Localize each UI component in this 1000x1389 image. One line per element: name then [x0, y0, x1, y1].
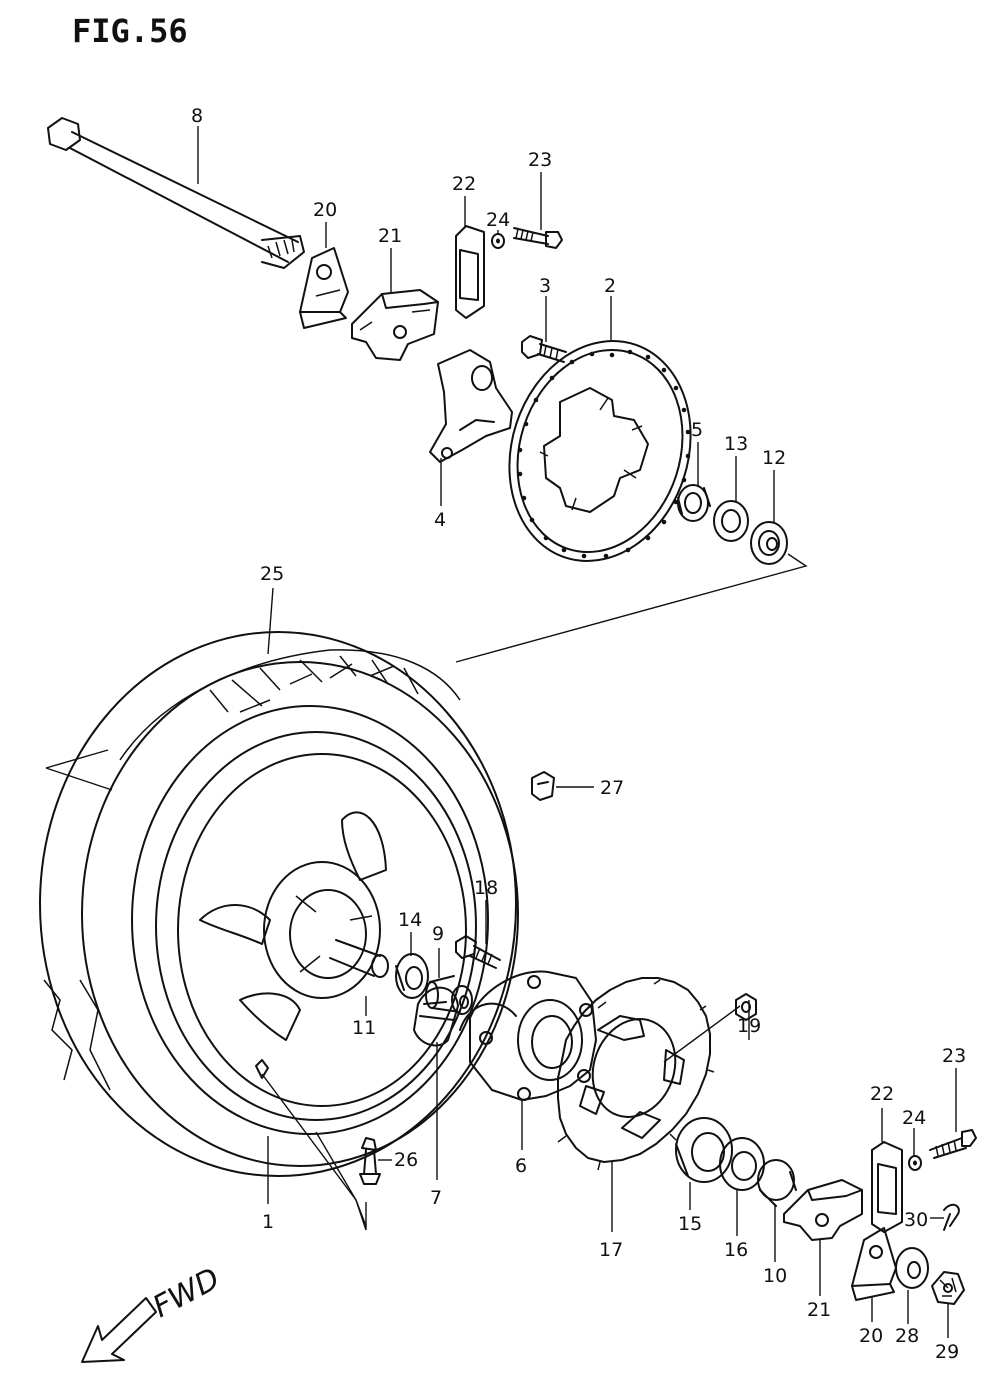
hub-spacer-drawing [329, 939, 389, 978]
part-label-5: 5 [691, 419, 703, 441]
part-label-13: 13 [724, 433, 748, 455]
bolt-18-drawing [455, 935, 501, 969]
washer-upper-drawing [491, 233, 505, 249]
part-label-24-lower: 24 [902, 1107, 926, 1129]
brake-disc-drawing [508, 340, 692, 562]
part-label-2: 2 [604, 275, 616, 297]
bearing-14-drawing [395, 953, 429, 999]
spacer-5-drawing [677, 484, 711, 522]
part-label-15: 15 [678, 1213, 702, 1235]
part-label-6: 6 [515, 1155, 527, 1177]
axle-drawing [47, 117, 305, 269]
tire-and-wheel-drawing [39, 631, 519, 1177]
part-label-25: 25 [260, 563, 284, 585]
caliper-bracket-drawing [429, 349, 513, 463]
figure-title: FIG.56 [72, 12, 188, 50]
chain-adjuster-lower-drawing [783, 1179, 863, 1241]
part-label-18: 18 [474, 877, 498, 899]
part-label-28: 28 [895, 1325, 919, 1347]
part-label-7: 7 [430, 1187, 442, 1209]
part-label-17: 17 [599, 1239, 623, 1261]
part-label-20-lower: 20 [859, 1325, 883, 1347]
part-label-12: 12 [762, 447, 786, 469]
adjuster-plate-lower-drawing [851, 1227, 897, 1301]
caliper-bolt-drawing [521, 335, 567, 363]
part-label-23-upper: 23 [528, 149, 552, 171]
bolt-lower-drawing [929, 1129, 977, 1159]
spacer-9-drawing [425, 975, 473, 1015]
seal-12-drawing [750, 521, 788, 565]
fwd-arrow-icon [81, 1297, 157, 1363]
damper-7-drawing [413, 986, 459, 1047]
part-label-3: 3 [539, 275, 551, 297]
part-label-24-upper: 24 [486, 209, 510, 231]
part-label-21-lower: 21 [807, 1299, 831, 1321]
nut-19-drawing [735, 993, 757, 1021]
part-label-26: 26 [394, 1149, 418, 1171]
part-label-11: 11 [352, 1017, 376, 1039]
part-label-27: 27 [600, 777, 624, 799]
part-label-19: 19 [737, 1015, 761, 1037]
part-labels: 8 20 21 22 24 23 3 2 4 5 13 12 25 27 18 … [191, 105, 966, 1363]
sprocket-carrier-drawing [459, 970, 597, 1101]
shim-upper-drawing [455, 225, 485, 319]
cotter-pin-drawing [943, 1203, 960, 1231]
part-label-21-upper: 21 [378, 225, 402, 247]
bearing-13-drawing [713, 500, 749, 542]
part-label-4: 4 [434, 509, 446, 531]
forward-direction-indicator: FWD [81, 1261, 226, 1363]
part-label-8: 8 [191, 105, 203, 127]
leader-lines [197, 126, 957, 1338]
bolt-upper-drawing [513, 227, 563, 249]
washer-28-drawing [895, 1247, 929, 1289]
sprocket-drawing [557, 977, 715, 1171]
part-label-16: 16 [724, 1239, 748, 1261]
part-label-1: 1 [262, 1211, 274, 1233]
part-label-9: 9 [432, 923, 444, 945]
part-label-29: 29 [935, 1341, 959, 1363]
valve-26-drawing [359, 1137, 381, 1185]
castle-nut-drawing [931, 1271, 965, 1305]
bearing-15-drawing [675, 1117, 733, 1183]
part-label-20-upper: 20 [313, 199, 337, 221]
part-label-23-lower: 23 [942, 1045, 966, 1067]
washer-lower-drawing [908, 1155, 922, 1171]
clip-27-drawing [531, 771, 555, 801]
fwd-label: FWD [147, 1261, 225, 1325]
chain-adjuster-upper-drawing [351, 289, 439, 361]
part-label-22-upper: 22 [452, 173, 476, 195]
adjuster-plate-upper-drawing [299, 247, 349, 329]
spacer-10-drawing [757, 1159, 797, 1207]
part-label-22-lower: 22 [870, 1083, 894, 1105]
part-label-14: 14 [398, 909, 422, 931]
shim-lower-drawing [871, 1141, 903, 1233]
part-label-30: 30 [904, 1209, 928, 1231]
part-label-10: 10 [763, 1265, 787, 1287]
